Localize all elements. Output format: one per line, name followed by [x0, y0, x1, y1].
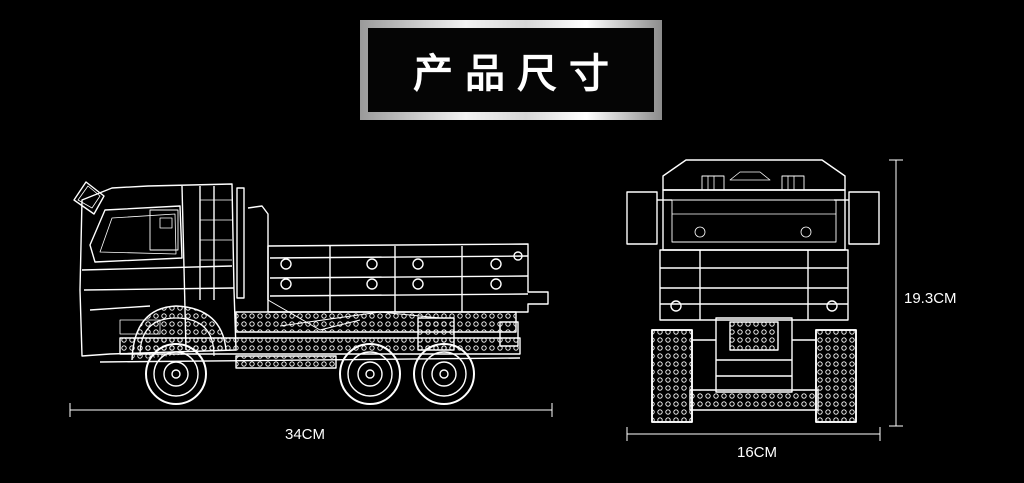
front-wheel — [145, 343, 207, 405]
title-inner: 产品尺寸 — [368, 28, 654, 112]
side-length-dimension — [69, 403, 553, 417]
title-frame: 产品尺寸 — [360, 20, 662, 120]
front-width-dimension — [626, 427, 881, 441]
page-title: 产品尺寸 — [413, 51, 621, 97]
front-height-label: 19.3CM — [904, 290, 957, 307]
front-height-dimension — [889, 159, 903, 427]
front-width-label: 16CM — [737, 444, 778, 461]
middle-wheel — [339, 343, 401, 405]
side-length-label: 34CM — [285, 426, 326, 443]
rear-wheel — [413, 343, 475, 405]
truck-side-view — [73, 181, 549, 405]
truck-front-view — [626, 159, 880, 423]
